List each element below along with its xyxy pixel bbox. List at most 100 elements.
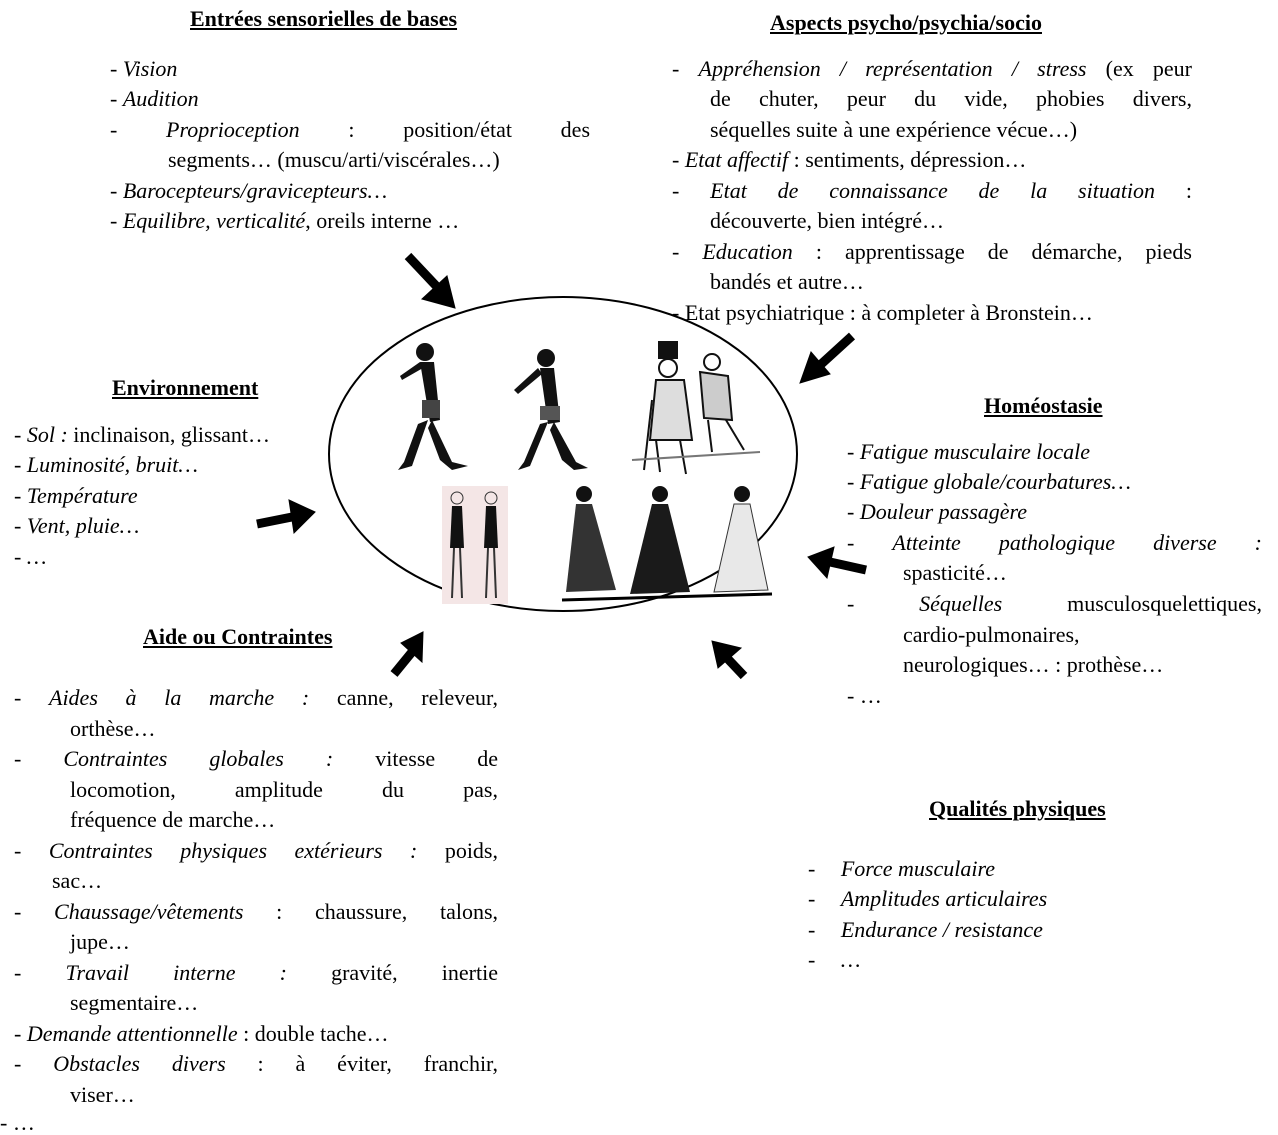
aide-item-0: - Aides à la marche : canne, releveur, [14,685,498,711]
elderly-men-caricature [631,341,761,475]
item-text: : sentiments, dépression… [788,147,1027,172]
item-term: Amplitudes articulaires [840,886,1048,911]
qualites-title: Qualités physiques [929,796,1106,821]
item-text: , oreils interne … [305,208,460,233]
environnement-item-4: - … [14,544,46,570]
homeostasie-item-8: - … [847,683,882,709]
posture-silhouettes [442,486,508,604]
aide-item-13: viser… [70,1082,135,1108]
aide-item-1: orthèse… [70,716,156,742]
aide-item-11: - Demande attentionnelle : double tache… [14,1021,389,1047]
item-text: vitesse de [333,746,498,771]
aide-title: Aide ou Contraintes [143,624,333,649]
item-dash: - [847,499,860,524]
item-text: de chuter, peur du vide, phobies divers, [710,86,1192,111]
item-term: Appréhension / représentation / stress [698,56,1087,81]
item-dash: - [14,513,27,538]
aide-item-2: - Contraintes globales : vitesse de [14,746,498,772]
homeostasie-item-7: neurologiques… : prothèse… [903,652,1163,678]
aide-item-7: - Chaussage/vêtements : chaussure, talon… [14,899,498,925]
item-term: Fatigue globale/courbatures… [859,469,1131,494]
item-dash: - [808,856,821,881]
item-term: Vision [122,56,178,81]
homeostasie-item-0: - Fatigue musculaire locale [847,439,1090,465]
aide-item-5: - Contraintes physiques extérieurs : poi… [14,838,498,864]
aide-item-10: segmentaire… [70,990,198,1016]
qualites-item-2: - Endurance / resistance [808,917,1043,943]
item-term: Endurance / resistance [840,917,1043,942]
entrees-item-1: - Audition [110,86,199,112]
aspects-item-7: bandés et autre… [710,269,864,295]
environnement-item-3: - Vent, pluie… [14,513,139,539]
homeostasie-item-5: - Séquelles musculosquelettiques, [847,591,1262,617]
entrees-item-3: segments… (muscu/arti/viscérales…) [168,147,500,173]
item-dash: - [14,685,49,710]
item-dash: - [14,746,64,771]
qualites-item-1: - Amplitudes articulaires [808,886,1047,912]
item-text: canne, releveur, [309,685,498,710]
item-term: Equilibre, verticalité [122,208,306,233]
item-text: cardio-pulmonaires, [903,622,1080,647]
item-dash: - [110,178,123,203]
homeostasie-item-1: - Fatigue globale/courbatures… [847,469,1131,495]
item-term: Audition [122,86,199,111]
environnement-item-0: - Sol : inclinaison, glissant… [14,422,270,448]
item-text: fréquence de marche… [70,807,276,832]
environnement-title: Environnement [112,375,259,400]
entrees-item-0: - Vision [110,56,177,82]
item-text: neurologiques… : prothèse… [903,652,1164,677]
arrow-environnement [256,499,316,535]
item-dash: - [672,239,703,264]
qualites-item-0: - Force musculaire [808,856,995,882]
item-dash: - [14,1021,27,1046]
environnement-item-1: - Luminosité, bruit… [14,452,198,478]
item-term: Education [702,239,793,264]
item-term: Obstacles divers [53,1051,226,1076]
aspects-item-5: découverte, bien intégré… [710,208,944,234]
item-text: viser… [70,1082,135,1107]
item-dash: - [14,960,66,985]
entrees-item-4: - Barocepteurs/gravicepteurs… [110,178,387,204]
item-dash: - [14,1051,54,1076]
center-ellipse [328,296,798,612]
item-text: séquelles suite à une expérience vécue…) [710,117,1078,142]
item-text: gravité, inertie [286,960,498,985]
item-dash: - [110,56,123,81]
robed-walkers [561,486,773,602]
arrow-aide [390,631,424,677]
aspects-item-4: - Etat de connaissance de la situation : [672,178,1192,204]
item-dash: - [672,147,685,172]
arrow-homeostasie [807,546,867,580]
item-dash: - [14,899,55,924]
aide-item-8: jupe… [70,929,130,955]
item-dash: - [847,530,893,555]
entrees-title: Entrées sensorielles de bases [190,6,458,31]
homeostasie-title: Homéostasie [984,393,1103,418]
item-dash: - [0,1110,13,1135]
aspects-item-2: séquelles suite à une expérience vécue…) [710,117,1077,143]
homeostasie-item-4: spasticité… [903,560,1007,586]
item-dash: - [110,86,123,111]
item-text: … [859,683,882,708]
homeostasie-item-6: cardio-pulmonaires, [903,622,1080,648]
item-text: inclinaison, glissant… [67,422,271,447]
item-term: Température [26,483,138,508]
entrees-item-2: - Proprioception : position/état des [110,117,590,143]
item-term: Atteinte pathologique diverse : [892,530,1263,555]
aide-item-12: - Obstacles divers : à éviter, franchir, [14,1051,498,1077]
item-term: Douleur passagère [859,499,1028,524]
aspects-item-3: - Etat affectif : sentiments, dépression… [672,147,1026,173]
item-term: Force musculaire [840,856,995,881]
item-text: sac… [52,868,103,893]
item-dash: - [672,178,711,203]
item-term: … [840,947,861,972]
aspects-title: Aspects psycho/psychia/socio [770,10,1042,35]
item-dash: - [808,917,821,942]
item-text: : [1155,178,1192,203]
item-text: segments… (muscu/arti/viscérales…) [168,147,500,172]
homeostasie-item-2: - Douleur passagère [847,499,1027,525]
item-term: Demande attentionnelle [26,1021,238,1046]
item-dash: - [14,838,49,863]
